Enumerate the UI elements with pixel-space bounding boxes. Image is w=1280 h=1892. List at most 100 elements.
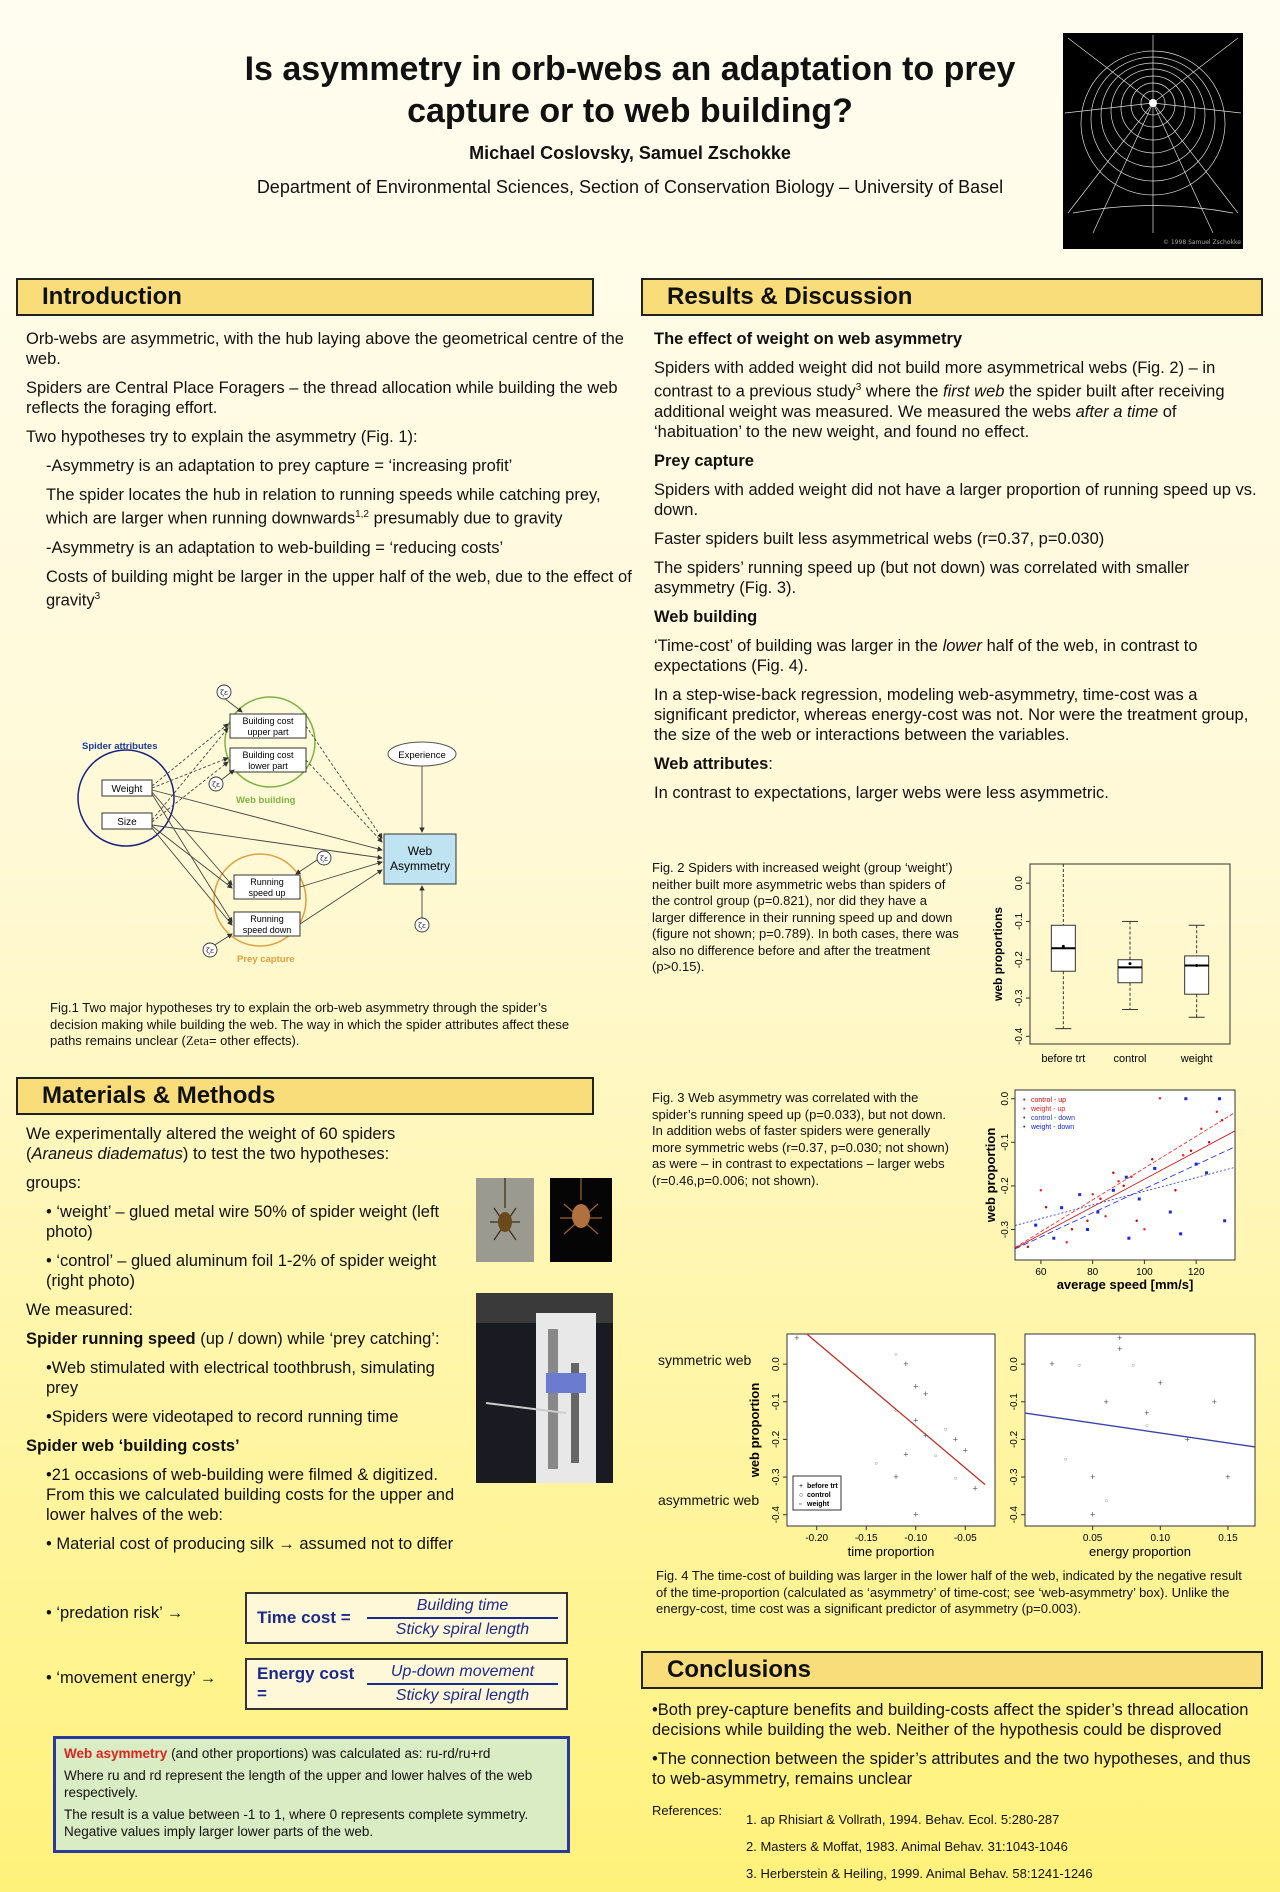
methods-movement-energy: • ‘movement energy’ → bbox=[46, 1669, 217, 1687]
fig4-point: ○ bbox=[874, 1461, 878, 1467]
svg-text:speed down: speed down bbox=[243, 925, 292, 935]
results-building-p1: ‘Time-cost’ of building was larger in th… bbox=[654, 636, 1198, 675]
fig4-legend-marker: ○ bbox=[799, 1492, 803, 1499]
fig3-legend-marker: • bbox=[1023, 1115, 1026, 1122]
fig3-y-tick-label: -0.3 bbox=[1000, 1220, 1011, 1238]
references-label: References: bbox=[652, 1803, 723, 1818]
fig3-caption: Fig. 3 Web asymmetry was correlated with… bbox=[652, 1090, 949, 1188]
fig4-y-tick-label: 0.0 bbox=[1009, 1357, 1020, 1371]
fig4-point: + bbox=[903, 1449, 908, 1459]
fig4-y-tick-label: -0.1 bbox=[1009, 1393, 1020, 1411]
methods-heading: Materials & Methods bbox=[16, 1077, 594, 1115]
fig4-point: ○ bbox=[944, 1427, 948, 1433]
zeta-marker: ζε bbox=[418, 922, 426, 930]
fig3-point: • bbox=[1158, 1094, 1161, 1104]
fig2-y-tick-label: -0.2 bbox=[1014, 951, 1025, 969]
fig4-x-tick-label: 0.15 bbox=[1218, 1533, 1238, 1544]
fig4-point: + bbox=[1144, 1408, 1149, 1418]
authors: Michael Coslovsky, Samuel Zschokke bbox=[469, 143, 791, 163]
methods-text: We experimentally altered the weight of … bbox=[26, 1124, 456, 1563]
results-prey-p1: Spiders with added weight did not have a… bbox=[654, 480, 1257, 519]
svg-text:Asymmetry: Asymmetry bbox=[390, 859, 450, 873]
fig3-point bbox=[1168, 1210, 1172, 1214]
fig2-y-axis-label: web proportions bbox=[991, 907, 1005, 1002]
fig2-y-tick-label: -0.4 bbox=[1014, 1027, 1025, 1045]
zeta-marker: ζε bbox=[320, 855, 328, 863]
fig3-point: • bbox=[1086, 1216, 1089, 1226]
fig3-point: • bbox=[1122, 1181, 1125, 1191]
fig4-point: + bbox=[913, 1510, 918, 1520]
fig4-point: + bbox=[1090, 1510, 1095, 1520]
fig4-point: + bbox=[903, 1359, 908, 1369]
fig1-web-building-label: Web building bbox=[236, 795, 296, 806]
fig2-category-label: before trt bbox=[1041, 1053, 1085, 1065]
fig3-point: • bbox=[1130, 1172, 1133, 1182]
results-building-p2: In a step-wise-back regression, modeling… bbox=[654, 685, 1249, 744]
methods-material-cost: • Material cost of producing silk → assu… bbox=[46, 1535, 454, 1553]
fig3-fit-line bbox=[1014, 1112, 1236, 1248]
fig4-point: + bbox=[794, 1333, 799, 1343]
fig4-legend-marker: + bbox=[799, 1483, 803, 1490]
fig4-point: ○ bbox=[894, 1352, 898, 1358]
svg-text:Building cost: Building cost bbox=[242, 750, 294, 760]
intro-p2: Spiders are Central Place Foragers – the… bbox=[26, 379, 618, 417]
fig1-spider-attributes-label: Spider attributes bbox=[82, 741, 158, 752]
references-list: 1. ap Rhisiart & Vollrath, 1994. Behav. … bbox=[746, 1806, 1093, 1887]
affiliation: Department of Environmental Sciences, Se… bbox=[256, 177, 1004, 197]
fig3-point: • bbox=[1135, 1216, 1138, 1226]
fig4-caption: Fig. 4 The time-cost of building was lar… bbox=[656, 1568, 1242, 1616]
fig3-point: • bbox=[1112, 1168, 1115, 1178]
fig4-point: ○ bbox=[1131, 1363, 1135, 1369]
fig3-point: • bbox=[1091, 1190, 1094, 1200]
fig4-y-axis-label: web proportion bbox=[747, 1383, 762, 1479]
fig4-point: + bbox=[963, 1446, 968, 1456]
fig3-point bbox=[1124, 1175, 1128, 1179]
fig4-fit-line bbox=[1024, 1412, 1256, 1448]
fig4-point: + bbox=[1090, 1472, 1095, 1482]
fig3-legend-entry: weight - down bbox=[1030, 1124, 1074, 1131]
fig4-x-tick-label: -0.15 bbox=[855, 1533, 878, 1544]
methods-measured: We measured: bbox=[26, 1301, 133, 1319]
fig4-x-tick-label: 0.10 bbox=[1151, 1533, 1171, 1544]
fig4-point: ○ bbox=[954, 1476, 958, 1482]
intro-p3: Two hypotheses try to explain the asymme… bbox=[26, 428, 418, 446]
time-cost-numerator: Building time bbox=[416, 1597, 509, 1614]
fig1-caption: Fig.1 Two major hypotheses try to explai… bbox=[50, 1000, 570, 1048]
fig3-legend-marker: • bbox=[1023, 1124, 1026, 1131]
fig4-y-tick-label: -0.1 bbox=[771, 1393, 782, 1411]
fig3-point: • bbox=[1026, 1242, 1029, 1252]
fig3-point bbox=[1179, 1232, 1183, 1236]
fig3-point bbox=[1137, 1197, 1141, 1201]
time-cost-label: Time cost = bbox=[257, 1608, 351, 1627]
fig3-y-tick-label: -0.1 bbox=[1000, 1133, 1011, 1151]
svg-text:speed up: speed up bbox=[248, 888, 285, 898]
fig1-diagram: Spider attributes Weight Size Building c… bbox=[70, 680, 490, 980]
fig3-point: • bbox=[1174, 1185, 1177, 1195]
fig4-point: + bbox=[1104, 1397, 1109, 1407]
results-prey-subheading: Prey capture bbox=[654, 451, 754, 470]
web-asymmetry-box: Web asymmetry (and other proportions) wa… bbox=[53, 1736, 570, 1853]
fig3-point: • bbox=[1208, 1137, 1211, 1147]
fig4-legend-entry: before trt bbox=[807, 1483, 838, 1490]
fig4-y-tick-label: -0.4 bbox=[771, 1506, 782, 1524]
zeta-marker: ζε bbox=[220, 689, 228, 697]
results-attributes-text: In contrast to expectations, larger webs… bbox=[654, 783, 1109, 802]
fig3-point: • bbox=[1189, 1146, 1192, 1156]
fig3-point bbox=[1111, 1188, 1115, 1192]
fig4-legend-frame bbox=[792, 1475, 842, 1511]
fig3-point bbox=[1217, 1097, 1221, 1101]
time-cost-formula: Time cost = Building time Sticky spiral … bbox=[245, 1592, 568, 1644]
fig4-asymmetric-label: asymmetric web bbox=[658, 1492, 760, 1508]
fig3-legend-entry: control - down bbox=[1031, 1115, 1075, 1122]
reference-1: 1. ap Rhisiart & Vollrath, 1994. Behav. … bbox=[746, 1812, 1060, 1827]
fig4-point: + bbox=[953, 1434, 958, 1444]
fig3-legend-marker: • bbox=[1023, 1106, 1026, 1113]
fig3-fit-line bbox=[1014, 1146, 1236, 1250]
fig3-x-tick-label: 100 bbox=[1136, 1267, 1153, 1278]
methods-running-speed: Spider running speed (up / down) while ‘… bbox=[26, 1330, 440, 1348]
fig4-x-tick-label: -0.20 bbox=[805, 1533, 828, 1544]
introduction-text: Orb-webs are asymmetric, with the hub la… bbox=[26, 329, 636, 619]
fig4-y-tick-label: -0.3 bbox=[771, 1468, 782, 1486]
fig2-y-tick-label: 0.0 bbox=[1014, 876, 1025, 890]
